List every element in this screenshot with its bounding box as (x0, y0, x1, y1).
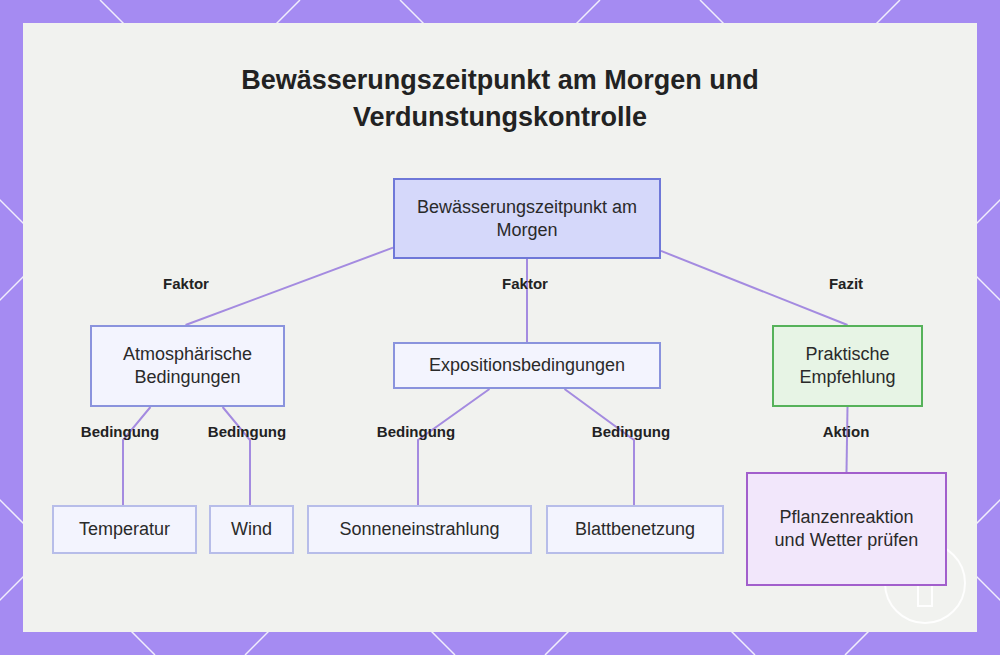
edge-label: Bedingung (377, 423, 455, 440)
node-text: Atmosphärische Bedingungen (106, 343, 269, 389)
condition-box: Wind (209, 505, 294, 554)
node-text: Bewässerungszeitpunkt am Morgen (413, 196, 641, 242)
connector-line (418, 389, 489, 505)
factor-box: Atmosphärische Bedingungen (90, 325, 285, 407)
connector-line (565, 389, 634, 505)
diagram-title: Bewässerungszeitpunkt am Morgen und Verd… (180, 62, 820, 136)
edge-label: Bedingung (81, 423, 159, 440)
node-text: Praktische Empfehlung (786, 343, 909, 389)
edge-label: Faktor (502, 275, 548, 292)
node-text: Expositionsbedingungen (429, 354, 625, 377)
condition-box: Temperatur (52, 505, 197, 554)
conclusion-box: Praktische Empfehlung (772, 325, 923, 407)
edge-label: Aktion (823, 423, 870, 440)
connector-line (661, 251, 848, 325)
node-text: Sonneneinstrahlung (339, 518, 499, 541)
edge-label: Bedingung (592, 423, 670, 440)
connector-line (847, 407, 848, 472)
connector-line (223, 407, 250, 505)
factor-box: Expositionsbedingungen (393, 342, 661, 389)
node-text: Temperatur (79, 518, 170, 541)
condition-box: Sonneneinstrahlung (307, 505, 532, 554)
connector-line (526, 259, 528, 342)
edge-label: Fazit (829, 275, 863, 292)
edge-label: Faktor (163, 275, 209, 292)
node-text: Wind (231, 518, 272, 541)
node-text: Pflanzenreaktion und Wetter prüfen (774, 506, 919, 552)
action-box: Pflanzenreaktion und Wetter prüfen (746, 472, 947, 586)
condition-box: Blattbenetzung (546, 505, 724, 554)
root-box: Bewässerungszeitpunkt am Morgen (393, 178, 661, 259)
edge-label: Bedingung (208, 423, 286, 440)
connector-line (123, 407, 150, 505)
node-text: Blattbenetzung (575, 518, 695, 541)
connector-line (186, 248, 393, 325)
